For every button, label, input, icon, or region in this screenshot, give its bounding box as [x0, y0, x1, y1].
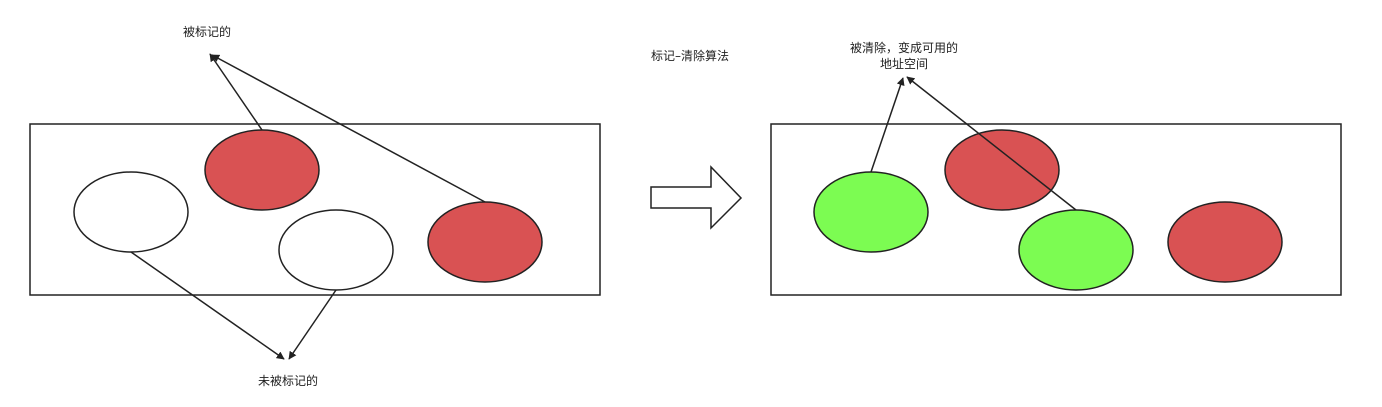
unmarked-object-2	[278, 209, 394, 291]
diagram-title: 标记–清除算法	[650, 49, 729, 63]
unmarked-object-1	[73, 171, 189, 253]
marked-object-4	[1167, 201, 1283, 283]
transition-arrow-icon	[650, 165, 743, 230]
unmarked-arrow-1	[130, 251, 285, 360]
marked-object-2	[427, 201, 543, 283]
freed-arrow-1	[870, 77, 905, 173]
marked-label: 被标记的	[182, 25, 231, 39]
marked-object-3	[944, 129, 1060, 211]
before-memory-box	[29, 123, 601, 296]
freed-object-2	[1018, 209, 1134, 291]
marked-arrow-2	[211, 54, 486, 203]
unmarked-label: 未被标记的	[257, 374, 318, 388]
freed-label-line2: 地址空间	[879, 57, 928, 71]
freed-arrow-2	[906, 76, 1077, 211]
after-memory-box	[770, 123, 1342, 296]
marked-object-1	[204, 129, 320, 211]
freed-label-line1: 被清除，变成可用的	[849, 41, 958, 55]
freed-object-1	[813, 171, 929, 253]
marked-arrow-1	[209, 53, 263, 131]
unmarked-arrow-2	[288, 289, 337, 360]
